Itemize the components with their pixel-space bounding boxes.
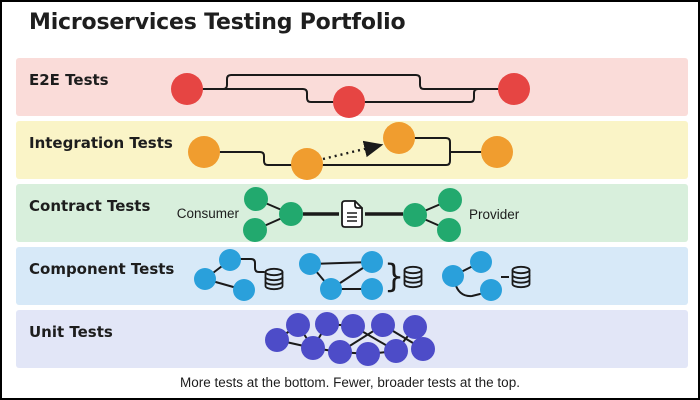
band-contract-tests: Contract Tests: [16, 184, 688, 242]
band-integration-tests: Integration Tests: [16, 121, 688, 179]
band-unit-tests: Unit Tests: [16, 310, 688, 368]
band-label-component: Component Tests: [29, 260, 175, 278]
band-component-tests: Component Tests: [16, 247, 688, 305]
footer-note: More tests at the bottom. Fewer, broader…: [180, 375, 520, 390]
band-label-unit: Unit Tests: [29, 323, 113, 341]
page-title: Microservices Testing Portfolio: [29, 10, 406, 35]
band-label-integration: Integration Tests: [29, 134, 173, 152]
band-e2e-tests: E2E Tests: [16, 58, 688, 116]
band-label-contract: Contract Tests: [29, 197, 151, 215]
band-label-e2e: E2E Tests: [29, 71, 109, 89]
